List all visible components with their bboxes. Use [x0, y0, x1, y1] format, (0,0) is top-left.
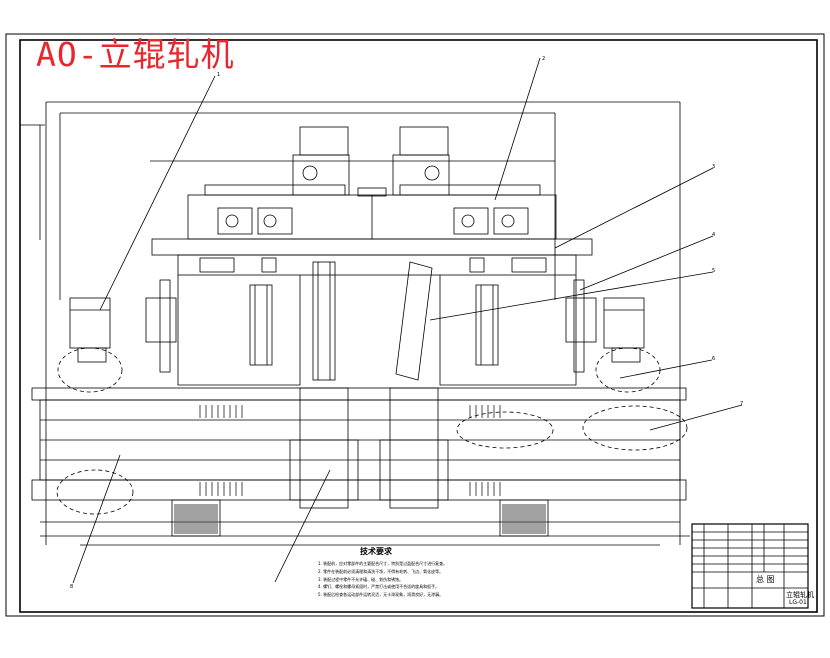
- gear-teeth: [199, 405, 501, 496]
- drawing-title: AO-立辊轧机: [36, 35, 235, 74]
- balloon-4: 4: [712, 232, 715, 238]
- balloon-7: 7: [740, 401, 743, 407]
- foundation-hatch: [174, 504, 546, 534]
- balloon-5: 5: [712, 268, 715, 274]
- outer-border: [5, 33, 825, 617]
- tech-requirements-notes: 1. 装配前，应对零部件的主要配合尺寸，特别是过盈配合尺寸进行复查。 2. 零件…: [318, 560, 688, 599]
- tech-note: 4. 螺钉、螺栓和螺母紧固时，严禁打击或使用不合适的旋具和扳手。: [318, 584, 440, 590]
- balloon-8: 8: [70, 584, 73, 590]
- tech-note: 1. 装配前，应对零部件的主要配合尺寸，特别是过盈配合尺寸进行复查。: [318, 561, 448, 566]
- leader-lines: [72, 57, 743, 584]
- drawing-name: 总 图: [756, 575, 775, 584]
- balloon-3: 3: [712, 164, 715, 170]
- balloon-2: 2: [542, 56, 545, 62]
- drawing-number: LG-01: [789, 599, 807, 606]
- tech-note: 3. 装配过程中零件不允许磕、碰、划伤和锈蚀。: [318, 576, 404, 582]
- tech-requirements-heading: 技术要求: [360, 547, 392, 556]
- machine-outline: [20, 101, 690, 546]
- inner-border: [19, 39, 818, 613]
- product-name: 立辊轧机: [786, 591, 814, 599]
- balloon-labels: 1 2 3 4 5 6 7 8: [70, 56, 743, 590]
- tech-note: 5. 装配后检查各运动部件运转灵活，无卡滞现象，润滑良好，无渗漏。: [318, 592, 444, 598]
- balloon-6: 6: [712, 356, 715, 362]
- tech-note: 2. 零件在装配前必须清理和清洗干净，不得有毛刺、飞边、氧化皮等。: [318, 568, 444, 574]
- title-block-grid: [691, 523, 809, 609]
- balloon-1: 1: [217, 72, 220, 78]
